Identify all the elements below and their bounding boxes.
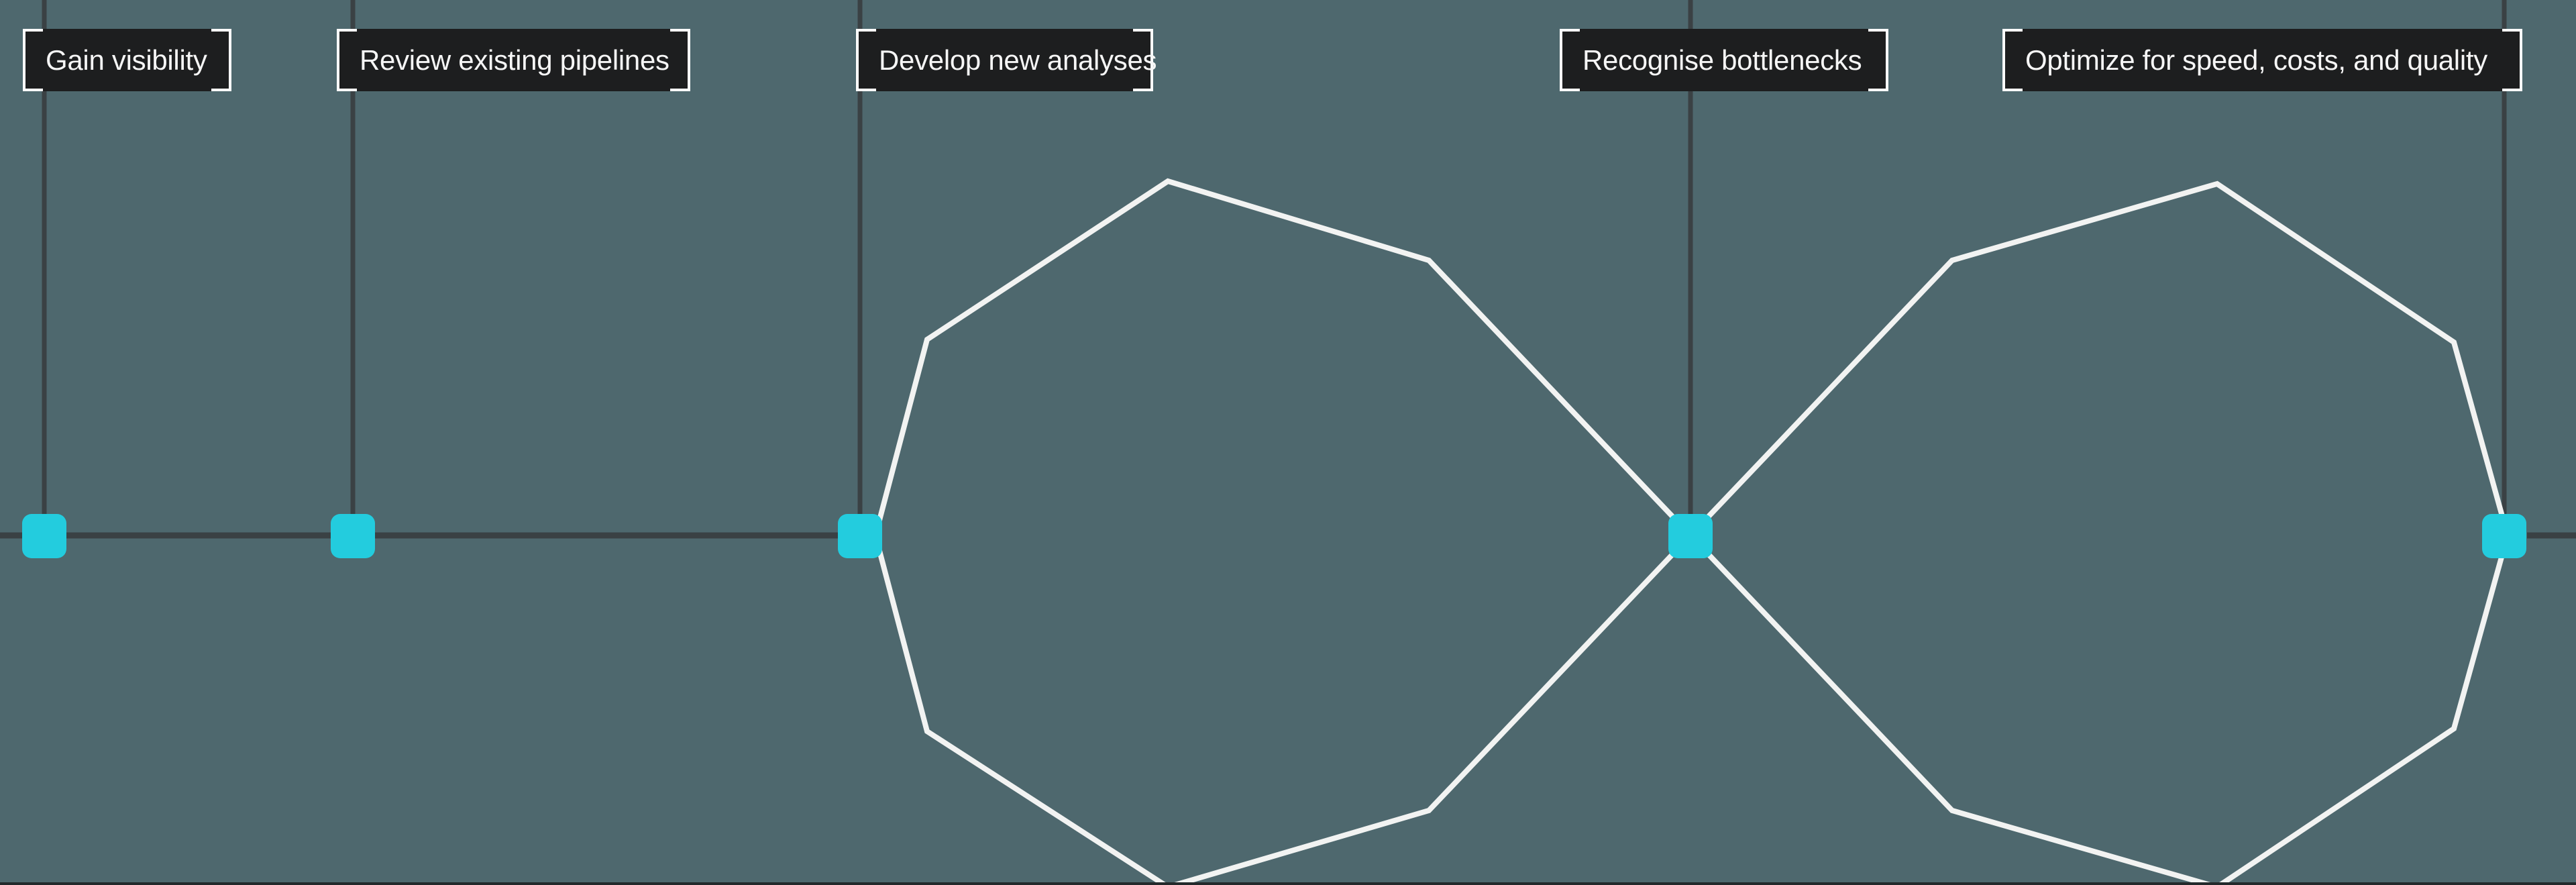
corner-tick	[1560, 29, 1580, 32]
step-label-text: Optimize for speed, costs, and quality	[2025, 44, 2487, 76]
corner-tick	[337, 89, 357, 91]
corner-tick	[2502, 89, 2522, 91]
corner-tick	[1868, 29, 1888, 32]
corner-tick	[23, 29, 43, 32]
step-label-box[interactable]: Recognise bottlenecks	[1560, 29, 1888, 91]
step-label-box[interactable]: Optimize for speed, costs, and quality	[2002, 29, 2522, 91]
step-label-text: Recognise bottlenecks	[1582, 44, 1862, 76]
corner-tick	[1560, 89, 1580, 91]
corner-tick	[211, 29, 231, 32]
step-label-text: Develop new analyses	[879, 44, 1157, 76]
corner-tick	[2502, 29, 2522, 32]
corner-tick	[1868, 89, 1888, 91]
timeline-marker[interactable]	[1668, 514, 1713, 558]
corner-tick	[2002, 89, 2023, 91]
timeline-marker[interactable]	[2482, 514, 2526, 558]
corner-tick	[856, 89, 876, 91]
timeline-marker[interactable]	[838, 514, 882, 558]
corner-tick	[670, 89, 690, 91]
step-label-text: Gain visibility	[46, 44, 207, 76]
bottom-edge	[0, 882, 2576, 885]
corner-tick	[856, 29, 876, 32]
timeline-marker[interactable]	[22, 514, 66, 558]
corner-tick	[1133, 29, 1153, 32]
step-label-box[interactable]: Review existing pipelines	[337, 29, 690, 91]
corner-tick	[670, 29, 690, 32]
step-label-box[interactable]: Gain visibility	[23, 29, 231, 91]
step-label-box[interactable]: Develop new analyses	[856, 29, 1157, 91]
corner-tick	[23, 89, 43, 91]
corner-tick	[211, 89, 231, 91]
corner-tick	[1133, 89, 1153, 91]
step-label-text: Review existing pipelines	[360, 44, 669, 76]
corner-tick	[2002, 29, 2023, 32]
timeline-marker[interactable]	[331, 514, 375, 558]
corner-tick	[337, 29, 357, 32]
